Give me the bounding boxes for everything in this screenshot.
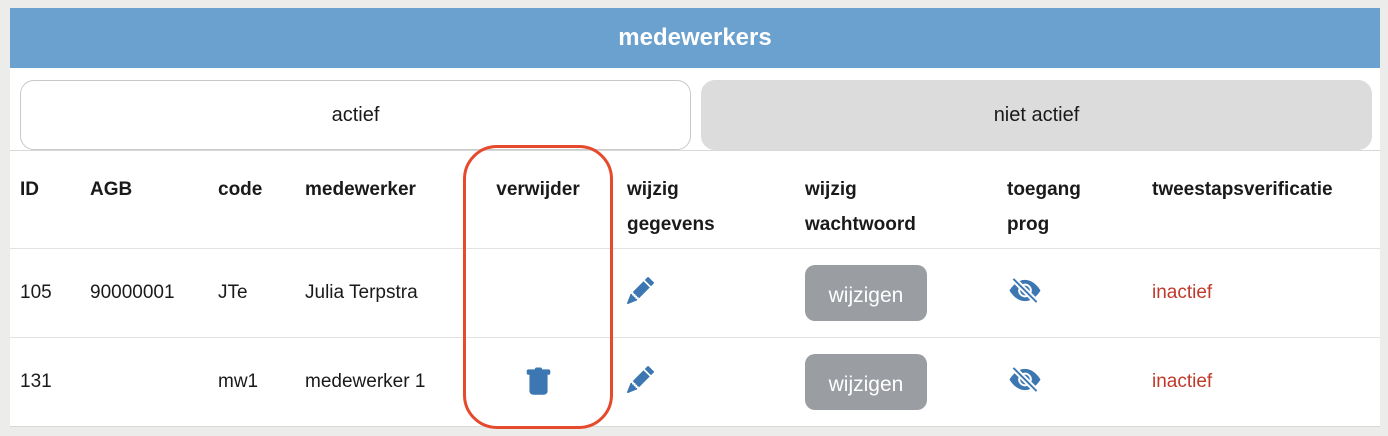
tab-bar: actief niet actief [10,68,1380,150]
employees-table: ID AGB code medewerker verwijder wijzig gegeve… [10,150,1380,427]
cell-id: 131 [10,371,90,393]
column-header-agb: AGB [90,172,218,207]
employee-name: medewerker 1 [305,371,426,392]
column-header-toegang_prog: toegang prog [1007,172,1152,242]
pencil-icon [627,276,654,304]
employee-id: 131 [20,371,52,392]
column-header-text: toegang [1007,179,1081,200]
cell-tweestapsverificatie: inactief [1152,371,1380,393]
employee-name: Julia Terpstra [305,282,418,303]
tab-niet-actief[interactable]: niet actief [701,80,1372,150]
edit-details-button[interactable] [627,365,654,393]
cell-code: JTe [218,282,305,304]
cell-toegang-prog [1007,364,1152,401]
cell-wijzig-wachtwoord: wijzigen [805,354,1007,410]
program-access-button[interactable] [1007,275,1043,306]
column-header-code: code [218,172,305,207]
edit-details-button[interactable] [627,276,654,304]
column-header-text: wijzig [627,179,679,200]
delete-button[interactable] [524,367,553,397]
table-body: 105 90000001 JTe Julia Terpstra [10,249,1380,427]
cell-verwijder [463,278,613,308]
cell-wijzig-gegevens [613,276,805,310]
column-header-text: wachtwoord [805,214,916,235]
cell-verwijder [463,367,613,397]
cell-wijzig-gegevens [613,365,805,399]
column-header-text: tweestapsverificatie [1152,179,1333,200]
column-header-text: wijzig [805,179,857,200]
cell-agb: 90000001 [90,282,218,304]
column-header-text: medewerker [305,179,416,200]
cell-medewerker: Julia Terpstra [305,282,463,304]
page-title: medewerkers [618,24,772,51]
two-factor-status: inactief [1152,282,1213,303]
table-row: 131 mw1 medewerker 1 wijzigen [10,338,1380,427]
eye-slash-icon [1009,277,1041,303]
column-header-wijzig_gegevens: wijzig gegevens [613,172,805,242]
title-bar: medewerkers [10,8,1380,68]
cell-wijzig-wachtwoord: wijzigen [805,265,1007,321]
tab-actief[interactable]: actief [20,80,691,150]
eye-slash-icon [1009,366,1041,392]
change-password-button[interactable]: wijzigen [805,265,927,321]
change-password-button[interactable]: wijzigen [805,354,927,410]
column-header-medewerker: medewerker [305,172,463,207]
column-header-text: gegevens [627,214,715,235]
trash-icon [526,367,550,395]
column-header-verwijder: verwijder [463,172,613,207]
column-header-id: ID [10,172,90,207]
column-header-text: AGB [90,179,133,200]
column-header-text: prog [1007,214,1050,235]
column-header-text: ID [20,179,39,200]
column-header-tweestapsverificatie: tweestapsverificatie [1152,172,1380,207]
two-factor-status: inactief [1152,371,1213,392]
employee-agb: 90000001 [90,282,175,303]
cell-id: 105 [10,282,90,304]
cell-code: mw1 [218,371,305,393]
employee-code: mw1 [218,371,259,392]
cell-tweestapsverificatie: inactief [1152,282,1380,304]
pencil-icon [627,365,654,393]
column-header-text: code [218,179,263,200]
tab-niet-actief-label: niet actief [993,103,1080,126]
cell-medewerker: medewerker 1 [305,371,463,393]
program-access-button[interactable] [1007,364,1043,395]
employee-code: JTe [218,282,248,303]
column-header-wijzig_wachtwoord: wijzig wachtwoord [805,172,1007,242]
table-row: 105 90000001 JTe Julia Terpstra [10,249,1380,338]
column-header-text: verwijder [496,179,580,200]
employee-id: 105 [20,282,52,303]
cell-toegang-prog [1007,275,1152,312]
table-header-row: ID AGB code medewerker verwijder wijzig gegeve… [10,151,1380,249]
content-card: actief niet actief ID AGB code medewerker ve… [10,68,1380,427]
tab-actief-label: actief [331,103,380,126]
